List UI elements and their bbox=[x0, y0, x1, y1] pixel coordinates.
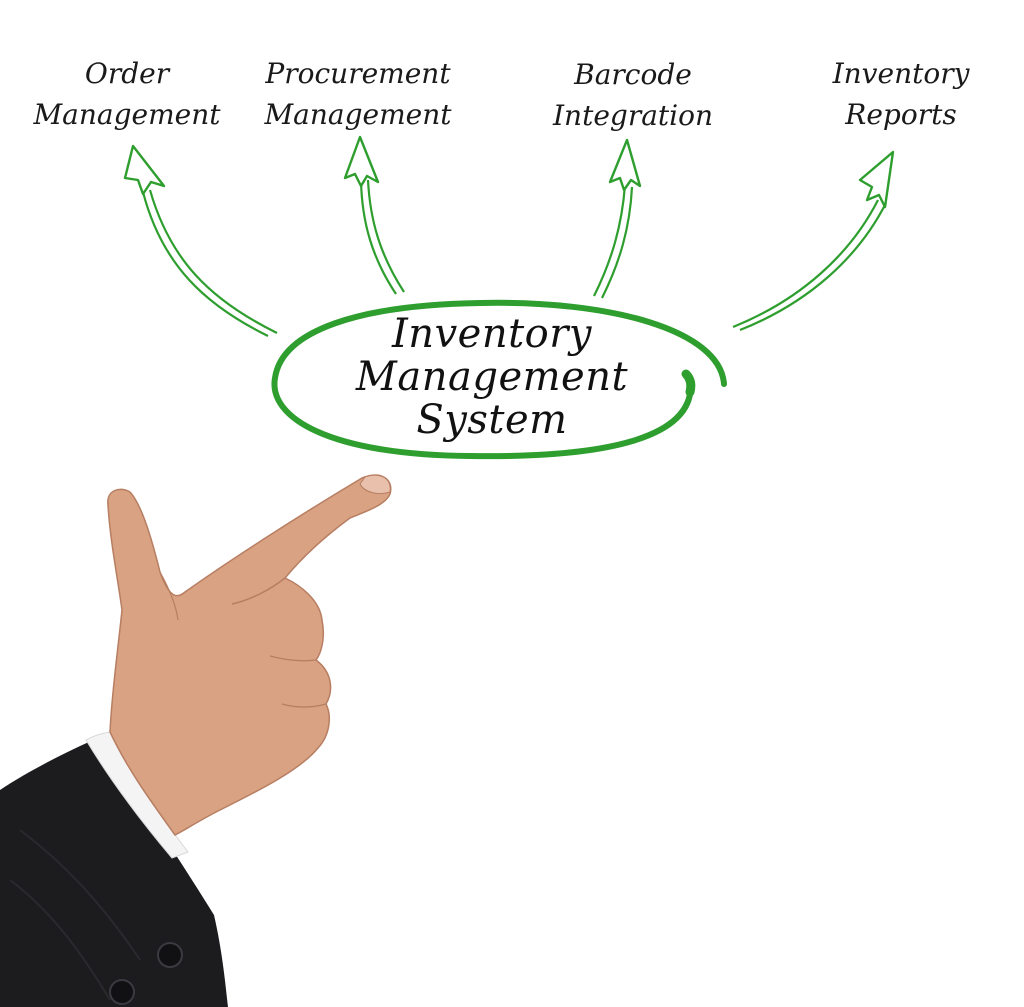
branch-label-line: Management bbox=[33, 98, 221, 131]
center-label-line: Management bbox=[355, 354, 629, 400]
arrow-procurement-management bbox=[343, 135, 405, 295]
branch-label-line: Inventory bbox=[832, 57, 970, 90]
branch-label-line: Reports bbox=[845, 98, 957, 131]
arrow-order-management bbox=[123, 144, 278, 337]
center-label: Inventory Management System bbox=[356, 313, 628, 442]
branch-label-procurement-management: Procurement Management bbox=[265, 53, 452, 135]
arrow-inventory-reports bbox=[732, 150, 895, 332]
center-label-line: Inventory bbox=[392, 311, 592, 357]
branch-label-line: Management bbox=[264, 98, 452, 131]
center-ellipse bbox=[271, 299, 727, 460]
branch-label-barcode-integration: Barcode Integration bbox=[553, 54, 713, 136]
pointing-hand-icon bbox=[0, 474, 392, 1007]
arrow-barcode-integration bbox=[593, 138, 642, 299]
branch-label-order-management: Order Management bbox=[34, 53, 221, 135]
branch-label-line: Barcode bbox=[574, 58, 692, 91]
branch-label-line: Procurement bbox=[265, 57, 451, 90]
center-label-line: System bbox=[416, 397, 568, 443]
branch-label-inventory-reports: Inventory Reports bbox=[833, 53, 970, 135]
branch-label-line: Order bbox=[84, 57, 170, 90]
branch-label-line: Integration bbox=[552, 99, 714, 132]
